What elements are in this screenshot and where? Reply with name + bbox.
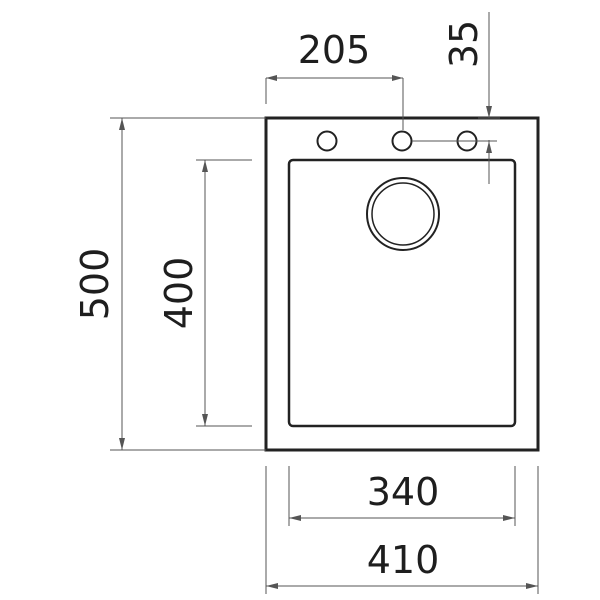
dimension-tap-hole-offset: 35 <box>412 12 500 184</box>
dimension-overall-width: 410 <box>265 466 539 594</box>
dimension-label-500: 500 <box>73 248 117 321</box>
bowl-outline <box>287 158 517 428</box>
dimension-label-410: 410 <box>367 538 440 582</box>
tap-hole-center <box>391 130 413 152</box>
drain <box>366 177 440 251</box>
tap-hole-left <box>316 130 338 152</box>
dimension-label-340: 340 <box>367 470 440 514</box>
dimension-bowl-width: 340 <box>288 466 516 526</box>
dimension-overall-depth: 500 <box>73 117 266 451</box>
dimension-label-35: 35 <box>442 20 486 68</box>
dimension-bowl-depth: 400 <box>157 159 252 427</box>
dimension-tap-hole-spacing: 205 <box>265 28 404 130</box>
dimension-label-205: 205 <box>298 28 371 72</box>
sink-outer-outline <box>264 116 540 452</box>
dimension-label-400: 400 <box>157 257 201 330</box>
